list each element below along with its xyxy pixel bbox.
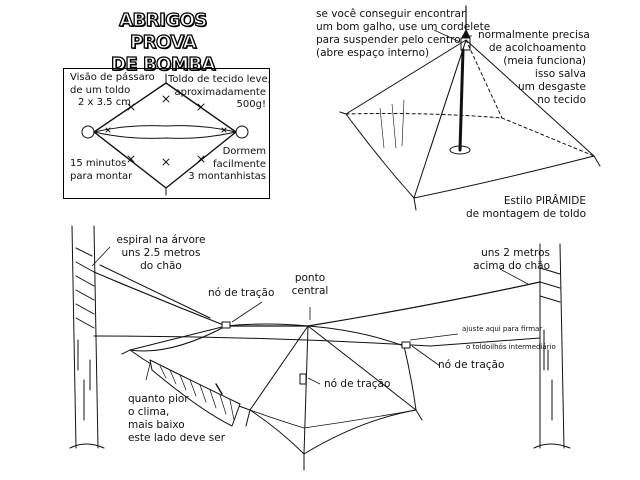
pyramid-caption-line: de montagem de toldo xyxy=(465,208,586,220)
padding-note-line: isso salva xyxy=(534,68,586,80)
ridge-tarp-drawing xyxy=(121,321,423,471)
pyramid-caption-line: Estilo PIRÂMIDE xyxy=(503,195,586,207)
adjust-note-line: ajuste aqui para firmar xyxy=(462,325,543,333)
padding-note-line: de acolchoamento xyxy=(488,42,586,54)
setup-time-note: 15 minutos para montar xyxy=(70,158,132,183)
capacity-line: facilmente xyxy=(212,158,266,170)
center-point-label: ponto central xyxy=(282,272,338,298)
capacity-line: Dormem xyxy=(222,146,266,157)
capacity-note: Dormem facilmente 3 montanhistas xyxy=(168,146,266,184)
setup-time-line: 15 minutos xyxy=(70,158,127,169)
branch-note-line: (abre espaço interno) xyxy=(316,47,430,59)
fabric-note-line: 500g! xyxy=(236,99,266,110)
adjust-note: ajuste aqui para firmar xyxy=(462,324,542,334)
right-tree-note-line: uns 2 metros xyxy=(481,247,550,259)
tarp-top-view-box xyxy=(63,68,270,199)
right-tree xyxy=(533,243,571,449)
left-tree xyxy=(69,225,105,449)
page-title: ABRIGOS PROVA DE BOMBA xyxy=(88,9,238,76)
pyramid-caption: Estilo PIRÂMIDE de montagem de toldo xyxy=(450,195,586,221)
adjust-note-line: o toldoilhós intermediário xyxy=(466,343,556,351)
right-tree-note: uns 2 metros acima do chão xyxy=(446,247,550,273)
adjust-note-2: o toldoilhós intermediário xyxy=(466,342,556,352)
tension-knot-label-right: nó de tração xyxy=(438,359,505,371)
left-tree-note-line: uns 2.5 metros xyxy=(121,247,201,259)
left-tree-note: espiral na árvore uns 2.5 metros do chão xyxy=(106,234,216,273)
right-tree-note-line: acima do chão xyxy=(473,260,550,272)
title-line-2: DE BOMBA xyxy=(110,53,216,75)
weather-note-line: este lado deve ser xyxy=(128,432,226,444)
padding-note-line: (meia funciona) xyxy=(503,55,586,67)
padding-note-line: normalmente precisa xyxy=(478,29,590,41)
title-line-1: ABRIGOS PROVA xyxy=(118,9,208,53)
fabric-weight-note: Toldo de tecido leve, aproximadamente 50… xyxy=(168,74,271,112)
padding-note: normalmente precisa de acolchoamento (me… xyxy=(478,29,590,107)
top-view-label: Visão de pássaro de um toldo 2 x 3.5 cm xyxy=(70,72,155,110)
branch-suspension-note: se você conseguir encontrar um bom galho… xyxy=(316,8,490,60)
branch-note-line: se você conseguir encontrar xyxy=(316,8,466,20)
capacity-line: 3 montanhistas xyxy=(188,171,266,182)
top-view-label-line: de um toldo xyxy=(70,84,131,96)
pyramid-tarp-drawing xyxy=(339,5,601,211)
padding-note-line: um desgaste xyxy=(518,81,586,93)
center-point-line: ponto xyxy=(294,272,326,284)
fabric-note-line: Toldo de tecido leve, xyxy=(168,74,271,85)
tarp-top-view-diagram xyxy=(81,73,249,196)
weather-note-line: quanto pior xyxy=(128,393,189,405)
fabric-note-line: aproximadamente xyxy=(174,86,266,98)
top-view-label-line: Visão de pássaro xyxy=(70,72,155,83)
branch-note-line: um bom galho, use um cordelete xyxy=(316,21,491,33)
padding-note-line: no tecido xyxy=(537,94,586,106)
left-tree-note-line: espiral na árvore xyxy=(116,234,206,246)
branch-note-line: para suspender pelo centro xyxy=(316,34,461,46)
weather-note-line: o clima, xyxy=(128,406,170,418)
weather-note-line: mais baixo xyxy=(128,419,185,431)
tension-knot-label-center: nó de tração xyxy=(324,378,391,390)
top-view-size: 2 x 3.5 cm xyxy=(78,97,131,108)
weather-side-note: quanto pior o clima, mais baixo este lad… xyxy=(128,393,225,445)
setup-time-line: para montar xyxy=(70,170,133,182)
center-point-line: central xyxy=(291,285,329,297)
left-tree-note-line: do chão xyxy=(140,260,182,272)
tension-knot-label-left: nó de tração xyxy=(208,287,275,299)
